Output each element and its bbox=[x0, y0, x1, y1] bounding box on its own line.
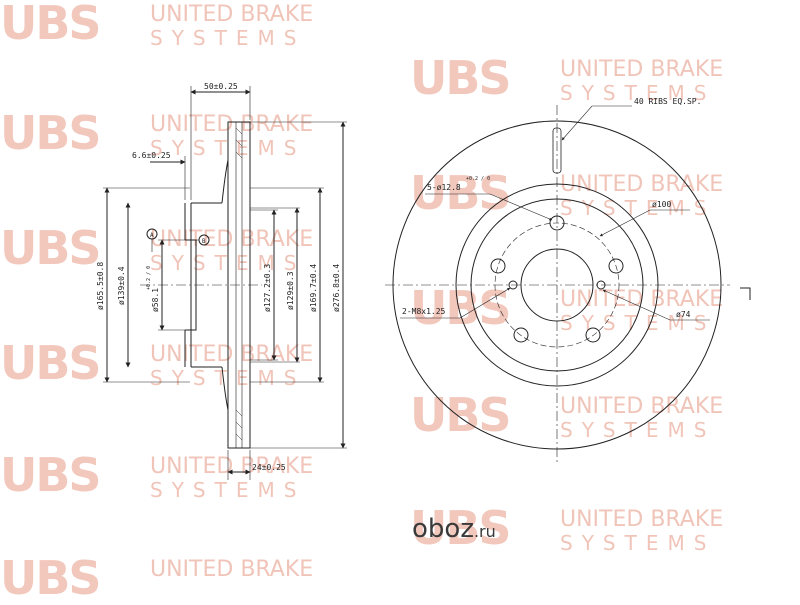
wheel-bolt-hole bbox=[608, 258, 624, 274]
site-tld: .ru bbox=[473, 522, 496, 541]
side-view bbox=[103, 86, 347, 480]
label-dia-inner3: ø169.7±0.4 bbox=[309, 264, 318, 312]
rib-hatch bbox=[235, 127, 243, 441]
front-view bbox=[385, 105, 751, 465]
label-holes-tol: +0.2 / 0 bbox=[466, 176, 490, 182]
site-name: oboz bbox=[412, 514, 474, 544]
label-dia-inner2: ø129±0.3 bbox=[286, 271, 295, 310]
label-thickness: 24±0.25 bbox=[252, 463, 286, 472]
wheel-bolt-hole bbox=[490, 258, 506, 274]
label-pcd: ø100 bbox=[652, 200, 671, 209]
label-hat-offset: 6.6±0.25 bbox=[132, 151, 171, 160]
label-dia-inner1: ø127.2±0.3 bbox=[263, 264, 272, 312]
wheel-bolt-hole bbox=[513, 327, 529, 343]
label-dia-bore: ø58.1 bbox=[151, 288, 160, 312]
site-logo: oboz.ru bbox=[412, 514, 496, 544]
label-dia-hat: ø165.5±0.8 bbox=[96, 262, 105, 310]
label-dia-outer: ø276.8±0.4 bbox=[332, 264, 341, 312]
leader-threads bbox=[400, 287, 511, 319]
hat-transition bbox=[221, 159, 229, 411]
label-dia-bore-tol: +0.2 / 0 bbox=[146, 266, 152, 290]
label-datum-a: A bbox=[150, 232, 154, 239]
label-total-width: 50±0.25 bbox=[204, 82, 238, 91]
section-mark bbox=[740, 287, 751, 300]
leader-pcd bbox=[599, 209, 690, 237]
label-pcd2: ø74 bbox=[676, 310, 691, 319]
label-holes: 5-ø12.8 bbox=[427, 183, 461, 192]
leader-holes bbox=[425, 193, 553, 221]
label-dia-mid: ø139±0.4 bbox=[117, 266, 126, 305]
wheel-bolt-hole bbox=[585, 327, 601, 343]
label-datum-b: B bbox=[202, 238, 206, 245]
leader-ribs bbox=[561, 105, 632, 141]
leader-pcd2 bbox=[602, 289, 710, 321]
rib-slot bbox=[552, 127, 562, 174]
label-ribs: 40 RIBS EQ.SP. bbox=[634, 97, 701, 106]
label-threads: 2-M8x1.25 bbox=[402, 307, 446, 316]
